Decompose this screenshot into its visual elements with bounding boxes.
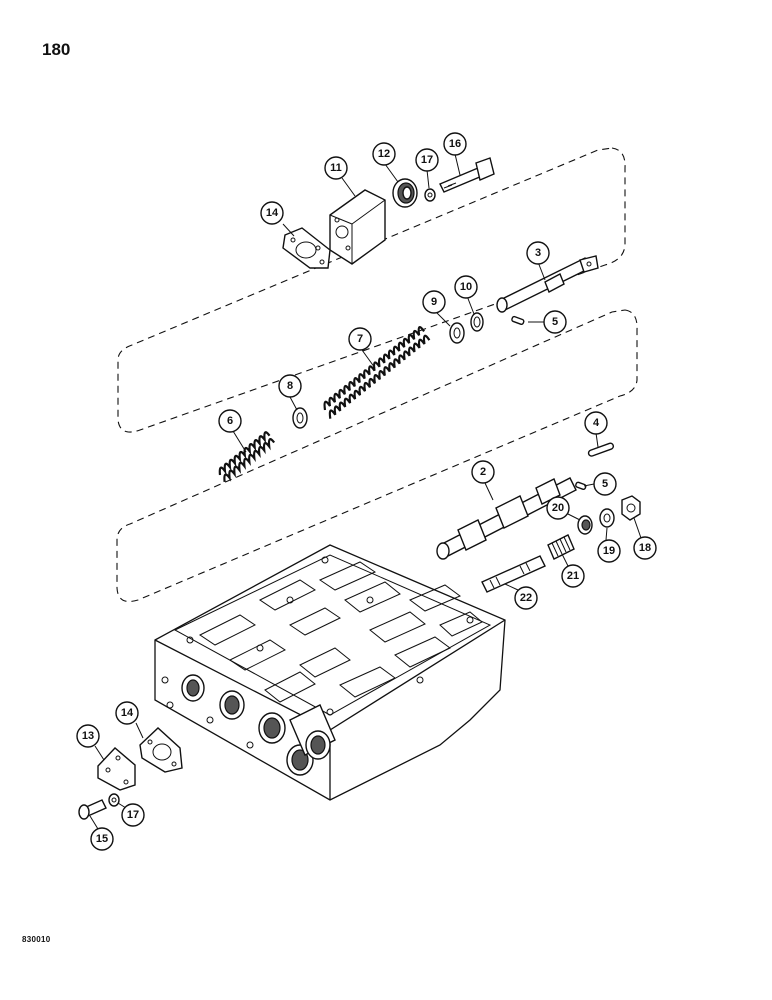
seal-12 xyxy=(392,178,418,208)
spring-7 xyxy=(323,326,431,419)
callout-11: 11 xyxy=(324,156,348,180)
callout-7: 7 xyxy=(348,327,372,351)
callout-20: 20 xyxy=(546,496,570,520)
callout-12: 12 xyxy=(372,142,396,166)
snap-ring-10 xyxy=(470,312,484,332)
svg-text:16: 16 xyxy=(449,138,461,150)
callout-19: 19 xyxy=(597,539,621,563)
cover-housing-11 xyxy=(329,189,386,265)
nut-17-lower xyxy=(108,793,120,807)
valve-body xyxy=(154,544,506,801)
svg-text:20: 20 xyxy=(552,502,564,514)
callout-15: 15 xyxy=(90,827,114,851)
callout-18: 18 xyxy=(633,536,657,560)
nut-17-upper xyxy=(424,188,436,202)
svg-text:14: 14 xyxy=(121,707,134,719)
pin-5-upper xyxy=(511,315,525,326)
cover-plate-13 xyxy=(97,747,136,791)
callout-3: 3 xyxy=(526,241,550,265)
stud-21 xyxy=(547,534,575,560)
washer-19 xyxy=(599,508,615,528)
callout-8: 8 xyxy=(278,374,302,398)
svg-text:4: 4 xyxy=(593,417,600,429)
washer-9 xyxy=(449,322,465,344)
svg-text:3: 3 xyxy=(535,247,541,259)
nut-18 xyxy=(621,495,641,521)
svg-text:9: 9 xyxy=(431,296,437,308)
svg-text:6: 6 xyxy=(227,415,233,427)
pin-5-lower xyxy=(575,481,587,491)
svg-text:22: 22 xyxy=(520,592,532,604)
callout-6: 6 xyxy=(218,409,242,433)
callout-5-lower: 5 xyxy=(593,472,617,496)
page-number: 180 xyxy=(42,40,71,59)
svg-text:17: 17 xyxy=(127,809,139,821)
svg-text:8: 8 xyxy=(287,380,293,392)
svg-text:10: 10 xyxy=(460,281,472,293)
callout-14-lower: 14 xyxy=(115,701,139,725)
svg-text:13: 13 xyxy=(82,730,94,742)
dashed-group-outline-lower xyxy=(116,309,638,603)
spool-shaft-2 xyxy=(436,477,577,560)
stud-22 xyxy=(481,555,546,593)
callout-4: 4 xyxy=(584,411,608,435)
callout-2: 2 xyxy=(471,460,495,484)
callout-9: 9 xyxy=(422,290,446,314)
leader-lines xyxy=(89,153,642,830)
pin-4 xyxy=(587,442,615,457)
dashed-group-outline-upper xyxy=(117,147,626,433)
bushing-20 xyxy=(577,515,593,535)
washer-8 xyxy=(292,407,308,429)
callout-17-upper: 17 xyxy=(415,148,439,172)
callout-16: 16 xyxy=(443,132,467,156)
svg-text:7: 7 xyxy=(357,333,363,345)
callout-5-upper: 5 xyxy=(543,310,567,334)
callout-22: 22 xyxy=(514,586,538,610)
callout-14-upper: 14 xyxy=(260,201,284,225)
svg-text:14: 14 xyxy=(266,207,279,219)
gasket-14-upper xyxy=(282,227,331,269)
callout-17-lower: 17 xyxy=(121,803,145,827)
svg-text:5: 5 xyxy=(552,316,558,328)
callout-13: 13 xyxy=(76,724,100,748)
svg-text:17: 17 xyxy=(421,154,433,166)
svg-text:2: 2 xyxy=(480,466,486,478)
drawing-code: 830010 xyxy=(22,935,51,944)
callout-10: 10 xyxy=(454,275,478,299)
svg-text:19: 19 xyxy=(603,545,615,557)
svg-text:12: 12 xyxy=(378,148,390,160)
spring-6 xyxy=(218,431,276,482)
svg-text:11: 11 xyxy=(330,162,342,174)
bolt-15 xyxy=(78,799,107,820)
svg-text:15: 15 xyxy=(96,833,108,845)
bolt-16 xyxy=(439,157,495,193)
svg-text:5: 5 xyxy=(602,478,608,490)
gasket-14-lower xyxy=(139,727,183,773)
shaft-3 xyxy=(496,255,599,313)
svg-text:18: 18 xyxy=(639,542,651,554)
callout-21: 21 xyxy=(561,564,585,588)
svg-text:21: 21 xyxy=(567,570,579,582)
